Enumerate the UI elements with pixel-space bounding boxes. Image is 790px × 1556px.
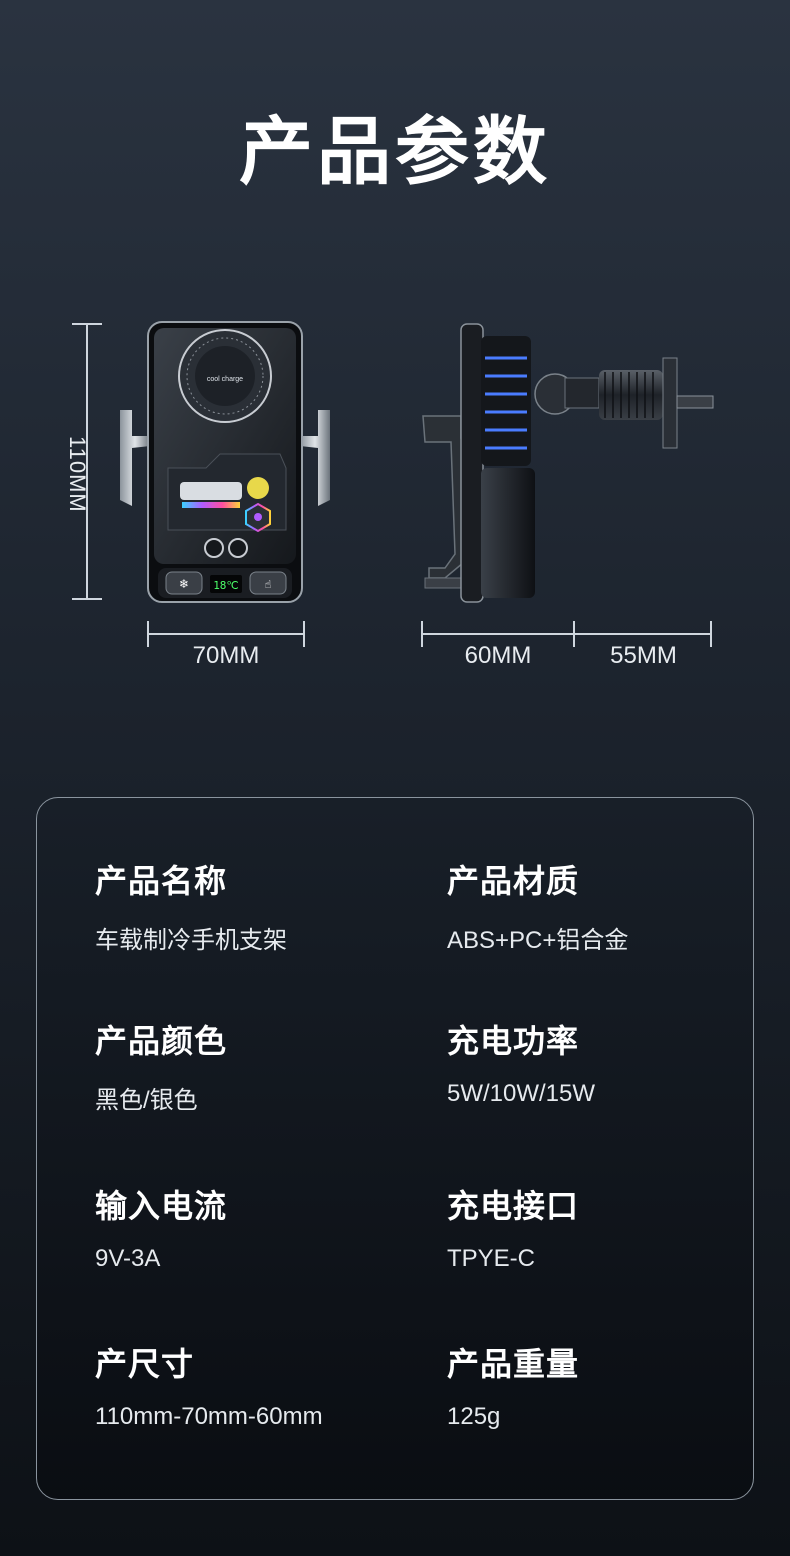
spec-label: 产品名称	[95, 863, 228, 899]
spec-item-size: 产尺寸 110mm-70mm-60mm	[95, 1339, 323, 1431]
page-title: 产品参数	[239, 110, 551, 193]
spec-item-name: 产品名称 车载制冷手机支架	[95, 856, 287, 955]
svg-text:❄: ❄	[179, 577, 189, 591]
spec-value: 110mm-70mm-60mm	[95, 1403, 323, 1430]
cool-charge-badge: cool charge	[207, 376, 243, 383]
spec-value: 9V-3A	[95, 1245, 161, 1272]
width-dimension-line	[147, 621, 305, 647]
spec-value: 黑色/银色	[95, 1087, 198, 1114]
spec-value: TPYE-C	[447, 1245, 536, 1272]
spec-item-color: 产品颜色 黑色/银色	[95, 1016, 227, 1115]
spec-value: 125g	[447, 1403, 501, 1430]
spec-item-input-current: 输入电流 9V-3A	[95, 1181, 227, 1273]
spec-label: 充电功率	[447, 1023, 580, 1059]
spec-item-material: 产品材质 ABS+PC+铝合金	[447, 856, 628, 955]
spec-value: 车载制冷手机支架	[95, 927, 287, 954]
spec-label: 产尺寸	[95, 1346, 195, 1382]
spec-label: 产品材质	[447, 863, 580, 899]
spec-card: 产品名称 车载制冷手机支架 产品材质 ABS+PC+铝合金 产品颜色 黑色/银色…	[36, 797, 754, 1500]
width-dimension-label: 70MM	[192, 642, 260, 669]
spec-item-weight: 产品重量 125g	[447, 1339, 579, 1431]
spec-item-charging-port: 充电接口 TPYE-C	[447, 1181, 579, 1273]
height-dimension-line	[72, 323, 102, 600]
depth-back-dimension-label: 55MM	[610, 642, 677, 669]
spec-value: 5W/10W/15W	[447, 1080, 596, 1107]
height-dimension-label: 110MM	[65, 436, 90, 513]
side-product-image	[415, 318, 725, 608]
spec-label: 输入电流	[95, 1188, 228, 1224]
svg-text:☝: ☝	[265, 579, 272, 591]
spec-label: 产品颜色	[95, 1023, 228, 1059]
front-product-image: cool charge ❄ 18℃ ☝	[110, 318, 340, 606]
temperature-display: 18℃	[213, 579, 239, 592]
spec-label: 充电接口	[447, 1188, 580, 1224]
depth-front-dimension-label: 60MM	[464, 642, 532, 669]
spec-label: 产品重量	[447, 1346, 580, 1382]
depth-dimension-line	[421, 621, 712, 647]
spec-item-charging-power: 充电功率 5W/10W/15W	[447, 1016, 595, 1108]
spec-value: ABS+PC+铝合金	[447, 927, 629, 954]
